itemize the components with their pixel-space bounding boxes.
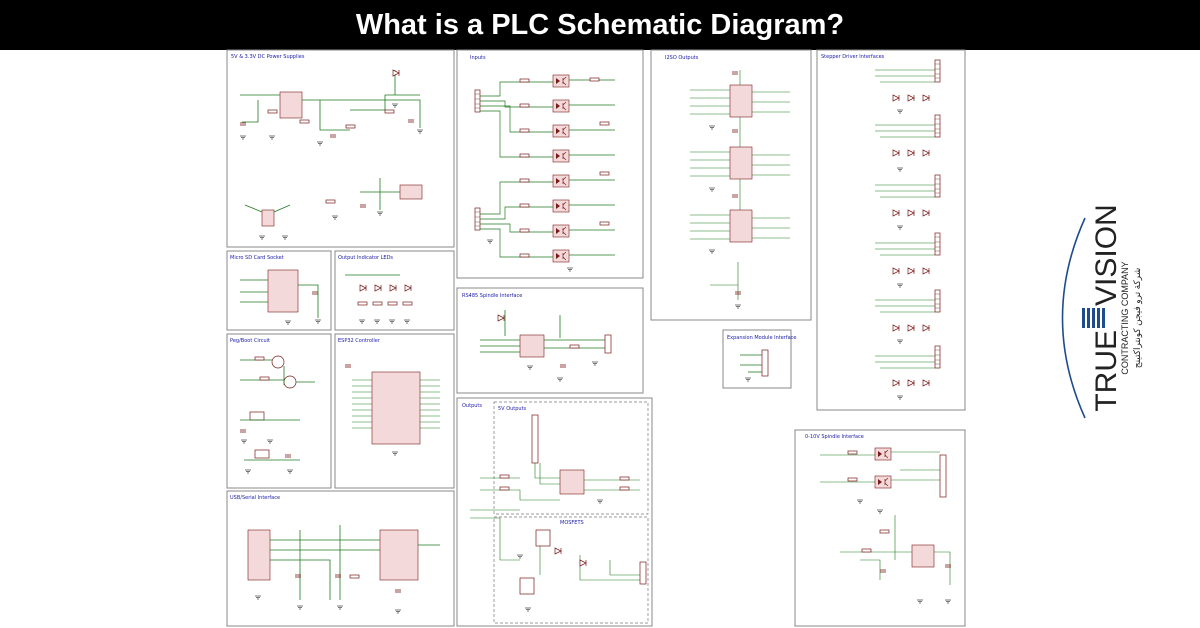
panel-stepper: Stepper Driver Interfaces bbox=[816, 49, 966, 411]
panel-rs485: RS485 Spindle Interface bbox=[456, 287, 644, 394]
panel-esp32: ESP32 Controller bbox=[334, 333, 455, 489]
logo-arabic: شركة ترو فيجن كونتراكتينج bbox=[1132, 268, 1143, 368]
page-title: What is a PLC Schematic Diagram? bbox=[355, 8, 845, 41]
panel-title-power: 5V & 3.3V DC Power Supplies bbox=[231, 54, 305, 60]
panel-i2so-outputs: I2SO Outputs bbox=[650, 49, 812, 321]
panel-title-mosfets: MOSFETS bbox=[560, 520, 584, 526]
panel-usb-serial: USB/Serial Interface bbox=[226, 490, 455, 627]
logo-tagline: CONTRACTING COMPANY bbox=[1120, 261, 1130, 374]
panel-title-5v: 5V Outputs bbox=[498, 406, 527, 412]
panel-title-spindle: 0-10V Spindle Interface bbox=[805, 434, 864, 440]
panel-peg-boot: Peg/Boot Circuit bbox=[226, 333, 332, 489]
panel-title-outputs: Outputs bbox=[462, 403, 482, 409]
panel-spindle-10v: 0-10V Spindle Interface bbox=[794, 429, 966, 627]
panel-title-expansion: Expansion Module Interface bbox=[727, 335, 797, 341]
panel-title-pegboot: Peg/Boot Circuit bbox=[230, 338, 270, 344]
true-vision-logo: TRUE VISION CONTRACTING COMPANY شركة ترو… bbox=[1061, 204, 1143, 419]
panel-title-inputs: Inputs bbox=[470, 55, 486, 61]
logo-arc bbox=[1061, 217, 1086, 419]
logo-stripes bbox=[1082, 308, 1105, 328]
panel-title-esp32: ESP32 Controller bbox=[338, 338, 381, 344]
panel-sd-card: Micro SD Card Socket bbox=[226, 250, 332, 331]
panel-power-supply: 5V & 3.3V DC Power Supplies bbox=[226, 49, 455, 248]
panel-expansion: Expansion Module Interface bbox=[722, 329, 797, 389]
panel-title-leds: Output Indicator LEDs bbox=[338, 255, 393, 261]
panel-title-rs485: RS485 Spindle Interface bbox=[462, 293, 522, 299]
logo-brand-bottom: VISION bbox=[1090, 204, 1123, 306]
panel-title-stepper: Stepper Driver Interfaces bbox=[821, 54, 885, 60]
panel-outputs: Outputs 5V Outputs MOSFETS bbox=[456, 397, 653, 627]
title-bar: What is a PLC Schematic Diagram? bbox=[0, 0, 1200, 50]
panel-title-usb: USB/Serial Interface bbox=[230, 495, 280, 501]
panel-output-leds: Output Indicator LEDs bbox=[334, 250, 455, 331]
logo-brand-top: TRUE bbox=[1090, 330, 1123, 412]
panel-inputs: Inputs bbox=[456, 49, 644, 279]
panel-title-i2so: I2SO Outputs bbox=[665, 55, 699, 61]
panel-title-sd: Micro SD Card Socket bbox=[230, 255, 284, 261]
